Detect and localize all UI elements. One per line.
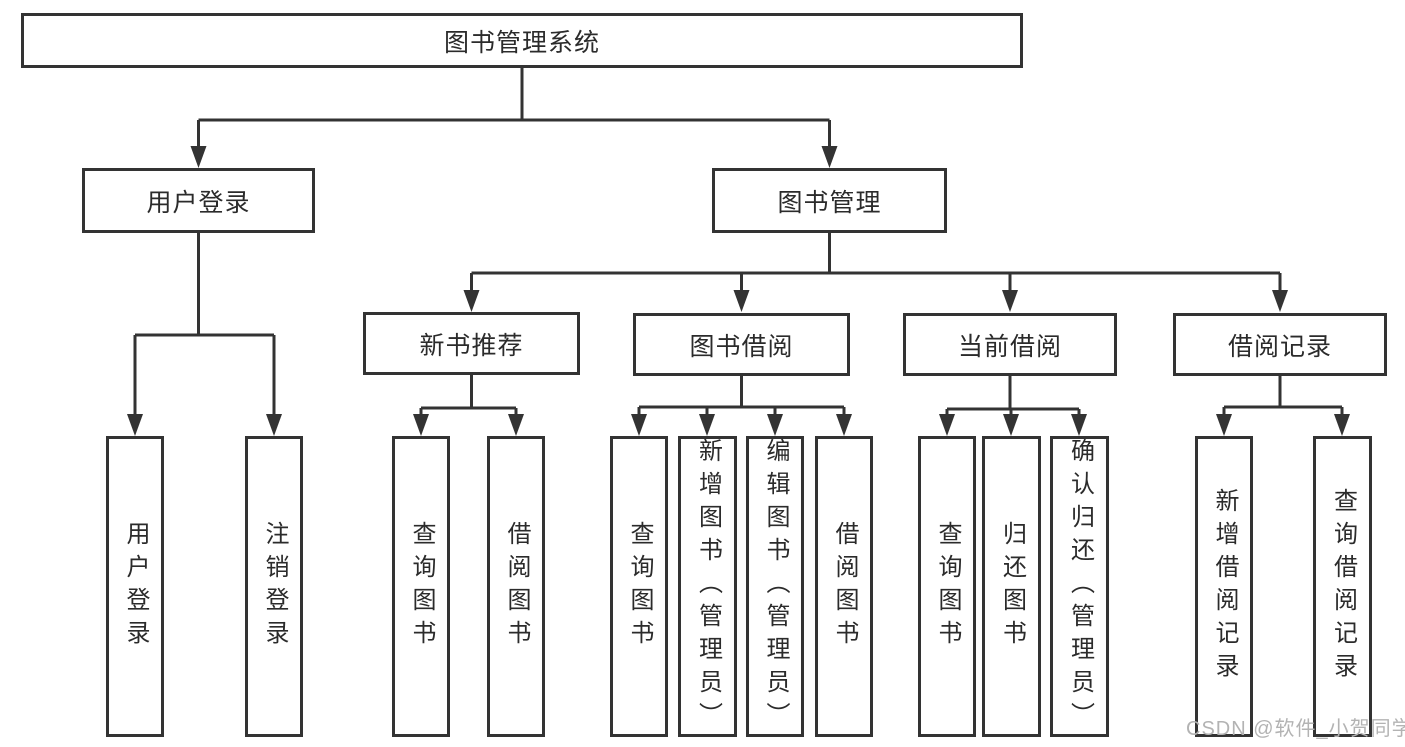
node-root-label: 图书管理系统 — [443, 28, 600, 57]
leaf-logout: 注销登录 — [245, 436, 303, 737]
leaf-bb-edit-books: 编辑图书（管理员） — [746, 436, 804, 737]
leaf-bb-query-books: 查询图书 — [610, 436, 668, 737]
node-current-borrowing: 当前借阅 — [903, 313, 1117, 376]
node-book-management-label: 图书管理 — [777, 188, 882, 217]
node-borrowing-records-label: 借阅记录 — [1227, 332, 1332, 361]
node-new-book-recommend: 新书推荐 — [363, 312, 580, 375]
node-book-borrowing: 图书借阅 — [633, 313, 850, 376]
leaf-cb-query-books: 查询图书 — [918, 436, 976, 737]
leaf-bb-borrow-books-label: 借阅图书 — [831, 520, 858, 653]
leaf-nbr-query-books-label: 查询图书 — [408, 520, 435, 653]
node-borrowing-records: 借阅记录 — [1173, 313, 1387, 376]
leaf-cb-confirm-return-label: 确认归还（管理员） — [1066, 438, 1094, 735]
leaf-nbr-borrow-books: 借阅图书 — [487, 436, 545, 737]
leaf-user-login-label: 用户登录 — [122, 520, 149, 653]
leaf-cb-query-books-label: 查询图书 — [934, 520, 961, 653]
leaf-br-query-record-label: 查询借阅记录 — [1329, 487, 1357, 686]
leaf-bb-add-books: 新增图书（管理员） — [678, 436, 737, 737]
leaf-br-add-record-label: 新增借阅记录 — [1211, 487, 1238, 686]
leaf-user-login: 用户登录 — [106, 436, 164, 737]
node-current-borrowing-label: 当前借阅 — [957, 332, 1062, 361]
leaf-nbr-query-books: 查询图书 — [392, 436, 450, 737]
csdn-watermark: CSDN @软件_小贺同学 — [1186, 718, 1405, 740]
node-user-login-label: 用户登录 — [146, 188, 251, 217]
leaf-bb-edit-books-label: 编辑图书（管理员） — [762, 438, 789, 735]
leaf-cb-return-books-label: 归还图书 — [998, 520, 1026, 653]
node-root: 图书管理系统 — [21, 13, 1023, 68]
leaf-logout-label: 注销登录 — [261, 520, 288, 653]
leaf-cb-return-books: 归还图书 — [982, 436, 1041, 737]
leaf-br-add-record: 新增借阅记录 — [1195, 436, 1253, 737]
leaf-bb-borrow-books: 借阅图书 — [815, 436, 873, 737]
leaf-br-query-record: 查询借阅记录 — [1313, 436, 1372, 737]
node-user-login: 用户登录 — [82, 168, 315, 233]
leaf-bb-query-books-label: 查询图书 — [626, 520, 653, 653]
leaf-nbr-borrow-books-label: 借阅图书 — [503, 520, 530, 653]
leaf-bb-add-books-label: 新增图书（管理员） — [694, 438, 722, 735]
node-book-management: 图书管理 — [712, 168, 947, 233]
node-book-borrowing-label: 图书借阅 — [689, 332, 794, 361]
leaf-cb-confirm-return: 确认归还（管理员） — [1050, 436, 1109, 737]
node-new-book-recommend-label: 新书推荐 — [419, 331, 524, 360]
